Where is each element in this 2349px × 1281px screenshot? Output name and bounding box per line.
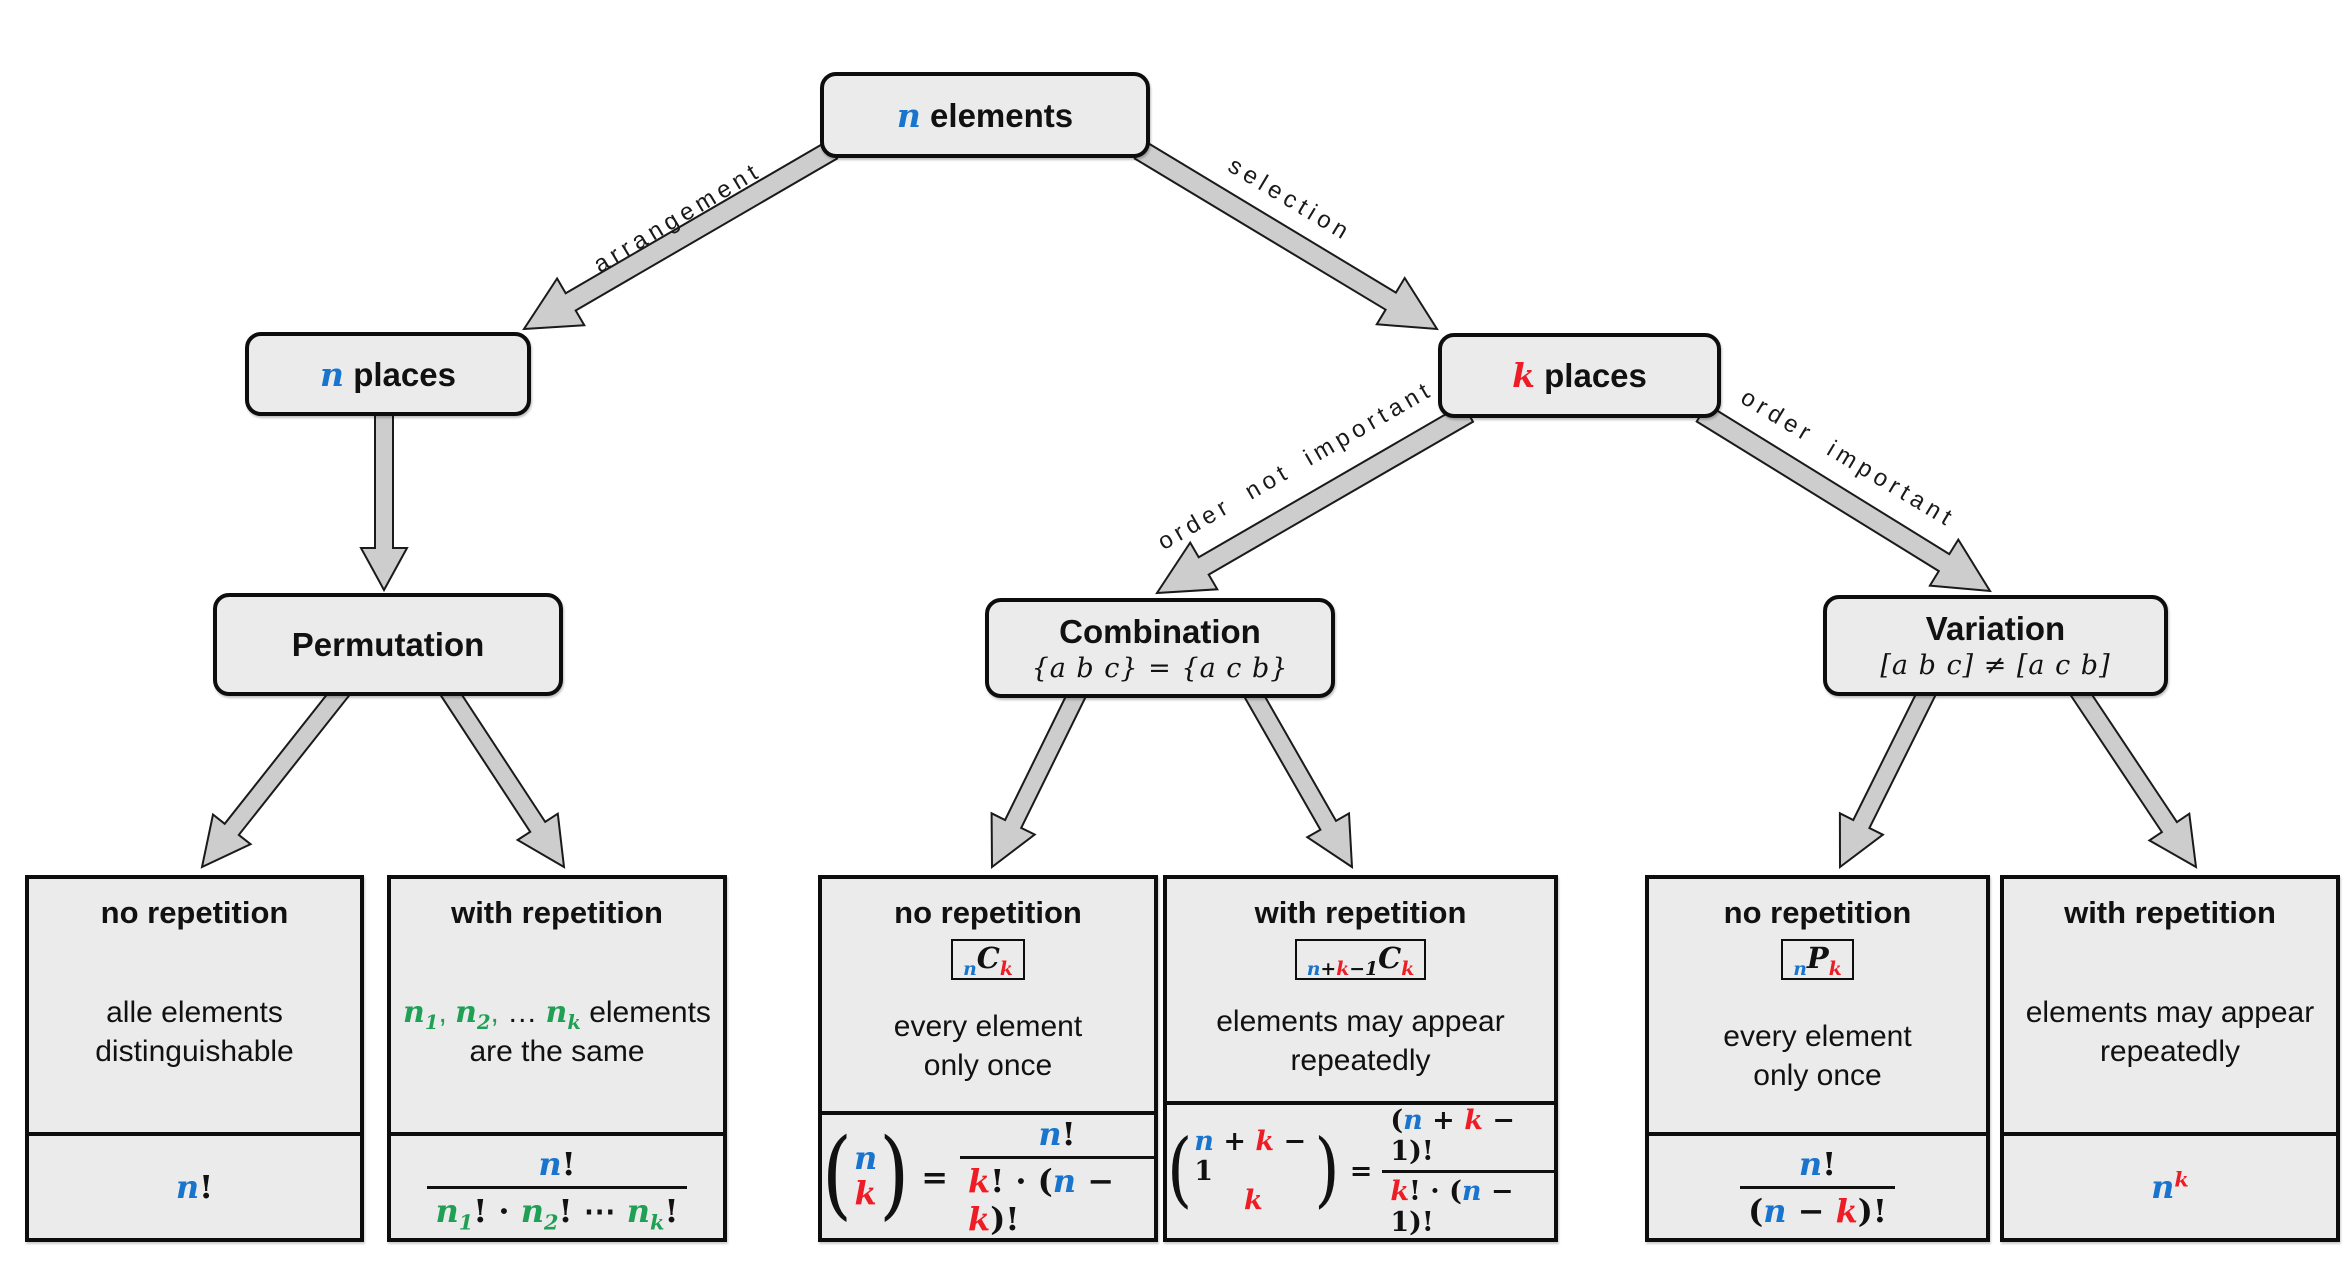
description-line: only once [1753,1059,1882,1092]
card-description: alle elements distinguishable [95,931,293,1132]
binomial-coefficient: ( n + k − 1 k ) [1167,1127,1340,1216]
description-line: elements may appear [2025,995,2315,1029]
edge-permutation-no-rep-arrow [200,682,351,869]
formula-permutation-with-repetition: n! n1! · n2! ⋯ nk! [391,1136,723,1238]
description-line: every element [893,1009,1083,1043]
description-line: elements may appear [1216,1004,1505,1038]
card-content: with repetition elements may appear repe… [2004,879,2336,1136]
denominator: (n − k)! [1740,1185,1895,1230]
card-title: no repetition [894,895,1082,930]
card-description: elements may appear repeatedly [2026,931,2315,1132]
card-combination-with-repetition: with repetition n+k−1Ck elements may app… [1163,875,1558,1242]
binomial-coefficient: ( n k ) [822,1127,909,1223]
node-variation-example: [a b c] ≠ [a c b] [1880,650,2111,681]
card-permutation-no-repetition: no repetition alle elements distinguisha… [25,875,364,1242]
node-permutation-title: Permutation [291,625,485,663]
numerator: n! [538,1144,576,1183]
fraction: (n + k − 1)! k! · (n − 1)! [1382,1105,1554,1238]
symbol-n-plus-k-minus-1-Ck: n+k−1Ck [1294,939,1427,980]
formula-variation-no-repetition: n! (n − k)! [1649,1136,1986,1238]
fraction: n! n1! · n2! ⋯ nk! [427,1144,687,1232]
binomial-bottom: k [1243,1185,1263,1217]
card-content: with repetition n+k−1Ck elements may app… [1167,879,1554,1105]
open-paren: ( [822,1119,852,1231]
card-description: n1, n2, … nk elements are the same [403,931,711,1132]
node-permutation: Permutation [213,593,563,696]
open-paren: ( [1167,1123,1193,1218]
formula-combination-no-repetition: ( n k ) = n! k! · (n − k)! [822,1115,1154,1238]
binomial-stack: n + k − 1 k [1192,1127,1314,1216]
binomial-top: n + k − 1 [1194,1125,1307,1187]
binomial-top: n [853,1139,878,1178]
description-line: only once [923,1048,1053,1082]
card-content: no repetition alle elements distinguisha… [29,879,360,1136]
edge-variation-with-rep-arrow [2069,683,2198,869]
equals-sign: = [921,1157,949,1196]
formula-n-factorial: n! [29,1136,360,1238]
formula-inline: n! [175,1168,214,1206]
close-paren: ) [1314,1123,1340,1218]
edge-variation-no-rep-arrow [1838,684,1938,870]
card-title: with repetition [1254,895,1467,930]
edge-n-places-to-permutation-arrow [359,409,409,593]
card-title: with repetition [2064,895,2276,930]
node-variation: Variation [a b c] ≠ [a c b] [1823,595,2168,696]
close-paren: ) [879,1119,910,1231]
numerator: n! [1798,1144,1837,1183]
card-description: every element only once [1723,980,1911,1132]
node-combination-title: Combination [1059,612,1261,650]
card-description: elements may appear repeatedly [1216,980,1505,1101]
denominator: k! · (n − k)! [960,1156,1154,1238]
edge-selection-arrow [1133,140,1439,331]
card-variation-no-repetition: no repetition nPk every element only onc… [1645,875,1990,1242]
node-combination: Combination {a b c} = {a c b} [985,598,1335,698]
node-variation-title: Variation [1925,610,2066,647]
formula-inline: nk [2151,1166,2189,1206]
description-line: n1, n2, … nk elements [403,994,711,1034]
numerator: (n + k − 1)! [1390,1105,1515,1167]
edge-combination-no-rep-arrow [990,686,1088,870]
description-line: repeatedly [1290,1043,1431,1077]
node-k-places-title: k places [1512,356,1647,395]
fraction: n! (n − k)! [1740,1145,1895,1230]
description-line: are the same [469,1034,645,1068]
denominator: k! · (n − 1)! [1382,1170,1554,1238]
description-line: repeatedly [2099,1034,2241,1068]
edge-order-important-arrow [1695,403,1992,593]
formula-n-power-k: nk [2004,1136,2336,1238]
node-k-places: k places [1438,333,1721,418]
card-permutation-with-repetition: with repetition n1, n2, … nk elements ar… [387,875,727,1242]
card-title: with repetition [451,895,663,930]
edge-combination-with-rep-arrow [1242,686,1354,869]
symbol-nPk: nPk [1781,939,1854,980]
fraction: n! k! · (n − k)! [960,1115,1154,1238]
description-line: distinguishable [95,1034,294,1068]
numerator: n! [1038,1115,1076,1153]
card-title: no repetition [1723,895,1912,930]
node-n-elements-title: n elements [896,95,1074,135]
equals-sign: = [1349,1156,1373,1187]
card-description: every element only once [894,980,1082,1111]
card-content: no repetition nPk every element only onc… [1649,879,1986,1136]
node-n-places: n places [245,332,531,416]
symbol-nCk: nCk [951,939,1025,980]
edge-arrangement-arrow [522,140,839,331]
binomial-bottom: k [854,1174,877,1213]
card-content: no repetition nCk every element only onc… [822,879,1154,1115]
card-variation-with-repetition: with repetition elements may appear repe… [2000,875,2340,1242]
edge-permutation-with-rep-arrow [439,683,566,869]
description-line: alle elements [106,995,283,1029]
edge-order-not-important-arrow [1155,402,1475,595]
denominator: n1! · n2! ⋯ nk! [427,1185,687,1232]
card-combination-no-repetition: no repetition nCk every element only onc… [818,875,1158,1242]
binomial-stack: n k [852,1141,879,1211]
node-combination-example: {a b c} = {a c b} [1031,652,1289,684]
formula-combination-with-repetition: ( n + k − 1 k ) = (n + k − 1)! k! · (n −… [1167,1105,1554,1238]
card-content: with repetition n1, n2, … nk elements ar… [391,879,723,1136]
node-n-elements: n elements [820,72,1150,158]
description-line: every element [1723,1020,1912,1053]
node-n-places-title: n places [320,354,456,394]
card-title: no repetition [100,895,289,930]
